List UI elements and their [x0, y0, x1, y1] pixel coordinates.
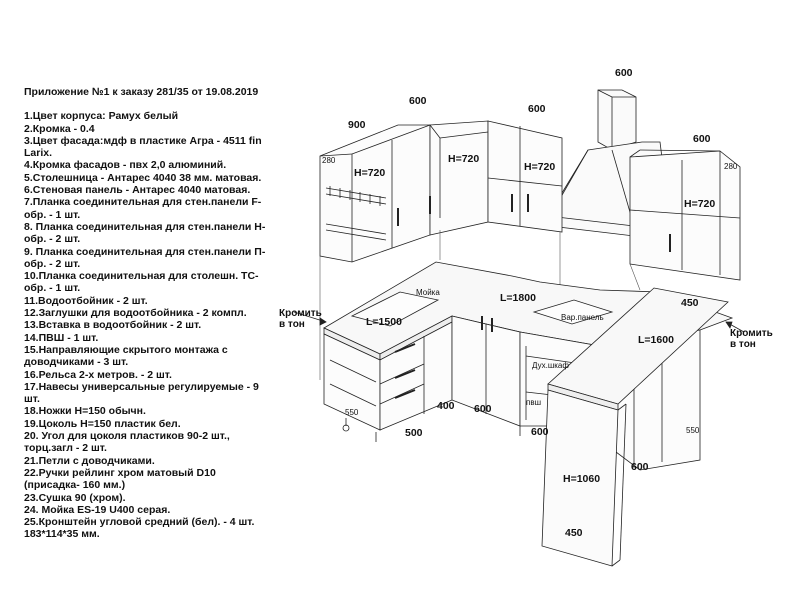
spec-item: 17.Навесы универсальные регулируемые - 9…: [24, 380, 259, 406]
spec-item: 23.Сушка 90 (хром).: [24, 491, 126, 504]
spec-item: 9. Планка соединительная для стен.панели…: [24, 245, 266, 270]
dim-hood-width: 600: [615, 67, 633, 79]
spec-item: 11.Водоотбойник - 2 шт.: [24, 294, 148, 307]
spec-item: 14.ПВШ - 1 шт.: [24, 331, 99, 344]
spec-item: 10.Планка соединительная для столешн. ТС…: [24, 270, 259, 295]
spec-title: Приложение №1 к заказу 281/35 от 19.08.2…: [24, 86, 259, 98]
label-edge-right: Кромить в тон: [730, 328, 776, 350]
dim-upper-600-b: 600: [528, 103, 546, 115]
spec-item: 5.Столешница - Антарес 4040 38 мм. матов…: [24, 171, 262, 184]
label-sink: Мойка: [416, 288, 440, 297]
dim-depth-280-left: 280: [322, 156, 336, 165]
dim-upper-900: 900: [348, 119, 366, 131]
upper-cabinets: [319, 120, 741, 281]
spec-item: 1.Цвет корпуса: Рамух белый: [24, 110, 179, 123]
spec-item: 24. Мойка ES-19 U400 серая.: [24, 503, 171, 516]
spec-item: 25.Кронштейн угловой средний (бел). - 4 …: [24, 516, 255, 541]
spec-item: 20. Угол для цоколя пластиков 90-2 шт., …: [24, 430, 230, 455]
dim-w400: 400: [437, 400, 455, 412]
dim-d450-top: 450: [681, 297, 699, 309]
label-edge-left: Кромить в тон: [279, 308, 325, 330]
spec-item: 19.Цоколь Н=150 пластик бел.: [24, 417, 181, 430]
spec-item: 8. Планка соединительная для стен.панели…: [24, 220, 266, 246]
dim-w500: 500: [405, 427, 423, 439]
dim-w600-c: 600: [631, 461, 649, 473]
spec-item: 18.Ножки Н=150 обычн.: [24, 405, 146, 418]
spec-item: 13.Вставка в водоотбойник - 2 шт.: [24, 319, 202, 332]
dim-l1800: L=1800: [500, 292, 536, 304]
dim-h720-d: H=720: [684, 198, 715, 210]
dim-d550-right: 550: [686, 426, 700, 435]
spec-item: 16.Рельса 2-х метров. - 2 шт.: [24, 368, 172, 381]
spec-item: 21.Петли с доводчиками.: [24, 454, 155, 467]
dim-l1500: L=1500: [366, 316, 402, 328]
specification-list: Приложение №1 к заказу 281/35 от 19.08.2…: [24, 86, 274, 541]
spec-item: 2.Кромка - 0.4: [24, 122, 95, 135]
spec-item: 12.Заглушки для водоотбойника - 2 компл.: [24, 307, 247, 320]
dim-h720-c: H=720: [524, 161, 555, 173]
dim-w600-b: 600: [531, 426, 549, 438]
dim-h720-a: H=720: [354, 167, 385, 179]
spec-item: 3.Цвет фасада:мдф в пластике Агра - 4511…: [24, 134, 262, 160]
dim-d550-left: 550: [345, 408, 359, 417]
spec-item: 22.Ручки рейлинг хром матовый D10 (приса…: [24, 466, 216, 492]
label-oven: Дух.шкаф: [532, 361, 569, 370]
leader-lines: [293, 311, 745, 333]
dim-d450-bottom: 450: [565, 527, 583, 539]
dim-h1060: H=1060: [563, 473, 600, 485]
spec-item: 4.Кромка фасадов - пвх 2,0 алюминий.: [24, 159, 227, 172]
dim-upper-600-right: 600: [693, 133, 711, 145]
bar-counter: [541, 287, 729, 567]
dim-upper-600-a: 600: [409, 95, 427, 107]
dim-l1600: L=1600: [638, 334, 674, 346]
dim-w600-a: 600: [474, 403, 492, 415]
spec-item: 7.Планка соединительная для стен.панели …: [24, 196, 262, 221]
label-cooktop-panel: Вар.панель: [561, 313, 604, 322]
spec-item: 15.Направляющие скрытого монтажа с довод…: [24, 343, 228, 369]
dim-h720-b: H=720: [448, 153, 479, 165]
dim-depth-280-right: 280: [724, 162, 738, 171]
spec-item: 6.Стеновая панель - Антарес 4040 матовая…: [24, 184, 251, 197]
label-pvsh: пвш: [526, 398, 541, 407]
